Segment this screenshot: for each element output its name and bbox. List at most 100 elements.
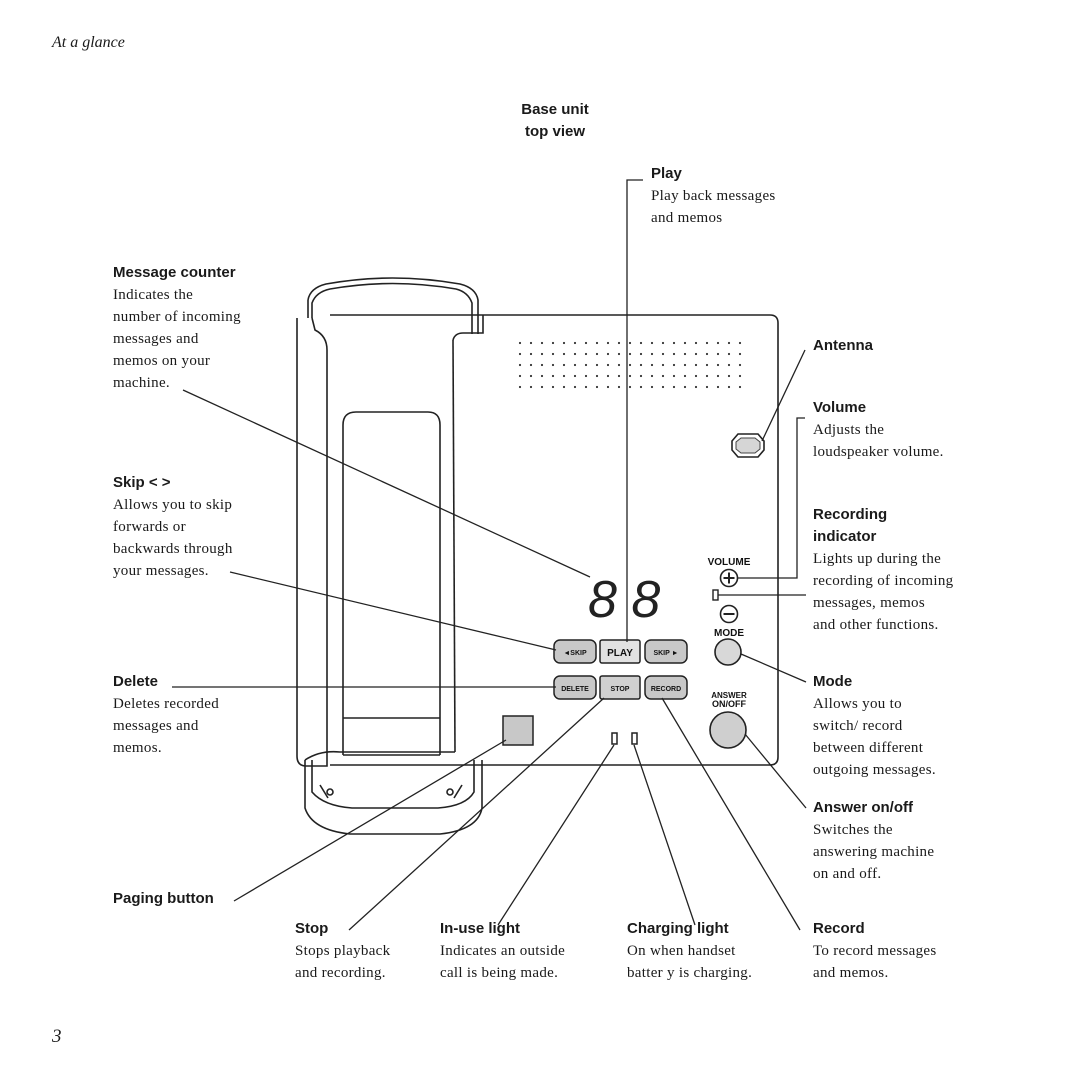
grille-dot [540,363,544,367]
grille-dot [529,352,533,356]
grille-dot [683,374,687,378]
leader-lines [172,179,807,931]
grille-dot [584,385,588,389]
grille-dot [606,363,610,367]
grille-dot [595,385,599,389]
callout-volume-title: Volume [813,399,867,416]
callout-delete: Delete Deletes recorded messages and mem… [113,671,219,759]
grille-dot [562,352,566,356]
grille-dot [727,341,731,345]
grille-dot [540,374,544,378]
callout-delete-desc: Deletes recorded messages and memos. [113,696,219,756]
callout-charging-title: Charging light [627,920,729,937]
callout-mode: Mode Allows you to switch/ record betwee… [813,671,936,781]
grille-dot [683,352,687,356]
grille-dot [540,352,544,356]
grille-dot [628,363,632,367]
leader-charging [633,744,696,926]
grille-dot [529,341,533,345]
diagram-title-line2: top view [524,123,585,140]
grille-dot [705,352,709,356]
grille-dot [650,374,654,378]
grille-dot [562,385,566,389]
mode-button[interactable] [714,638,742,666]
grille-dot [518,363,522,367]
leader-answer [744,733,807,809]
record-button[interactable]: RECORD [644,675,688,700]
skip-forward-button[interactable]: SKIP ► [644,639,688,664]
callout-mode-title: Mode [813,673,853,690]
callout-volume-desc: Adjusts the loudspeaker volume. [813,422,944,460]
grille-dot [683,341,687,345]
volume-up-button[interactable] [719,568,739,588]
grille-dot [705,374,709,378]
grille-dot [661,352,665,356]
leader-record [661,697,801,931]
grille-dot [716,363,720,367]
grille-dot [661,374,665,378]
paging-button[interactable] [502,715,534,746]
volume-down-button[interactable] [719,604,739,624]
grille-dot [518,352,522,356]
grille-dot [562,374,566,378]
grille-dot [727,374,731,378]
play-button[interactable]: PLAY [599,639,641,664]
grille-dot [683,385,687,389]
grille-dot [540,341,544,345]
grille-dot [606,341,610,345]
callout-recording-indicator: Recording indicator Lights up during the… [813,504,953,636]
grille-dot [628,374,632,378]
grille-dot [573,385,577,389]
grille-dot [694,385,698,389]
leader-skip [229,571,557,651]
grille-dot [617,374,621,378]
grille-dot [551,374,555,378]
grille-dot [606,385,610,389]
grille-dot [639,385,643,389]
base-unit-body [330,314,779,766]
grille-dot [617,352,621,356]
callout-answer: Answer on/off Switches the answering mac… [813,797,934,885]
grille-dot [694,363,698,367]
callout-mode-desc: Allows you to switch/ record between dif… [813,696,936,778]
leader-stop [348,697,605,931]
page-number: 3 [52,1026,62,1047]
grille-dot [727,385,731,389]
grille-dot [573,374,577,378]
grille-dot [683,363,687,367]
grille-dot [606,352,610,356]
answer-on-off-button[interactable] [709,711,747,749]
callout-antenna-title: Antenna [813,337,873,354]
grille-dot [694,352,698,356]
skip-back-button[interactable]: ◄SKIP [553,639,597,664]
callout-stop-title: Stop [295,920,329,937]
grille-dot [551,385,555,389]
grille-dot [716,352,720,356]
grille-dot [617,385,621,389]
callout-in-use: In-use light Indicates an outside call i… [440,918,565,984]
callout-recording-indicator-desc: Lights up during the recording of incomi… [813,551,954,633]
stop-button[interactable]: STOP [599,675,641,700]
grille-dot [716,385,720,389]
stop-label: STOP [611,686,630,693]
callout-in-use-desc: Indicates an outside call is being made. [440,943,566,981]
leader-paging [233,739,507,902]
grille-dot [529,374,533,378]
grille-dot [529,363,533,367]
callout-play-title: Play [651,165,682,182]
grille-dot [628,352,632,356]
callout-charging-desc: On when handset batter y is charging. [627,943,753,981]
grille-dot [551,363,555,367]
callout-recording-indicator-title: Recording indicator [813,506,888,545]
grille-dot [705,363,709,367]
delete-button[interactable]: DELETE [553,675,597,700]
antenna [731,433,765,458]
grille-dot [584,374,588,378]
leader-message-counter [182,389,591,578]
grille-dot [518,341,522,345]
delete-label: DELETE [561,686,589,693]
grille-dot [628,385,632,389]
grille-dot [562,363,566,367]
